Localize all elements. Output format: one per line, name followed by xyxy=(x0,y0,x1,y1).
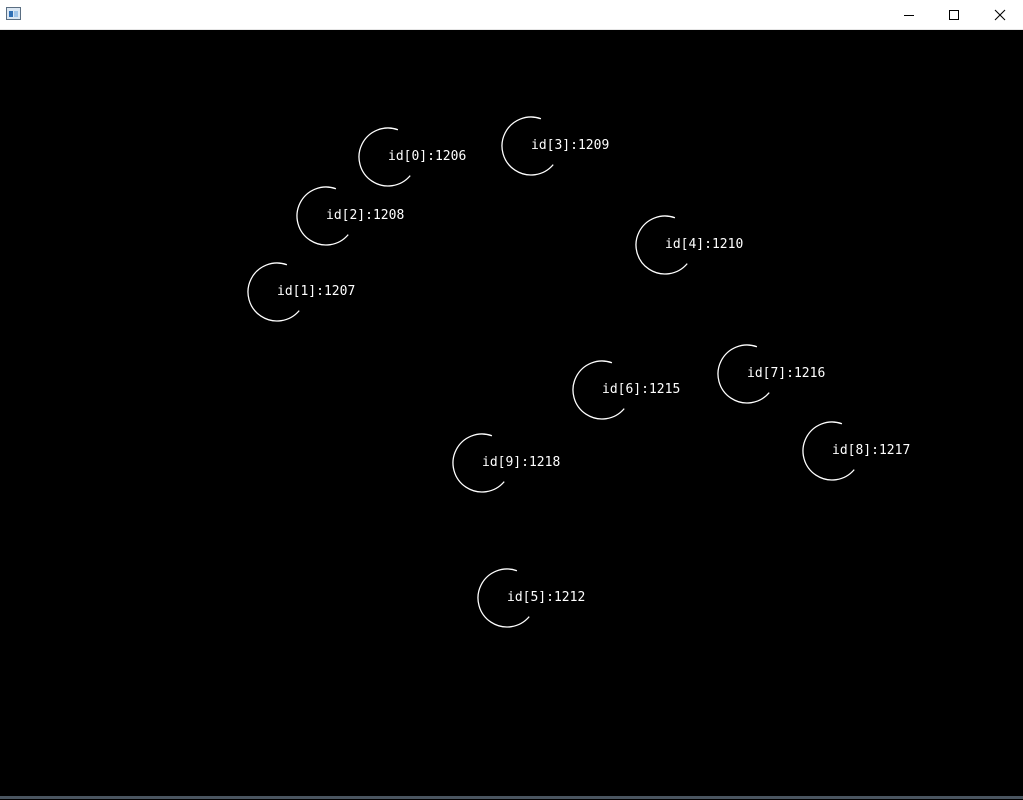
node-5: id[7]:1216 xyxy=(717,344,825,404)
node-label: id[0]:1206 xyxy=(388,149,466,164)
node-0: id[0]:1206 xyxy=(358,127,466,187)
node-circle xyxy=(572,360,625,420)
node-label: id[6]:1215 xyxy=(602,382,680,397)
node-6: id[6]:1215 xyxy=(572,360,680,420)
close-button[interactable] xyxy=(977,0,1023,29)
node-7: id[8]:1217 xyxy=(802,421,910,481)
node-circle xyxy=(717,344,770,404)
node-1: id[3]:1209 xyxy=(501,116,609,176)
app-window-icon[interactable] xyxy=(6,7,21,20)
minimize-button[interactable] xyxy=(886,0,932,29)
node-circle xyxy=(452,433,505,493)
node-3: id[4]:1210 xyxy=(635,215,743,275)
node-label: id[9]:1218 xyxy=(482,455,560,470)
node-label: id[3]:1209 xyxy=(531,138,609,153)
node-4: id[1]:1207 xyxy=(247,262,355,322)
node-circle xyxy=(296,186,349,246)
node-circle xyxy=(635,215,688,275)
node-circle xyxy=(358,127,411,187)
node-label: id[7]:1216 xyxy=(747,366,825,381)
node-8: id[9]:1218 xyxy=(452,433,560,493)
title-bar xyxy=(0,0,1023,30)
node-circle xyxy=(802,421,855,481)
close-icon xyxy=(994,9,1006,20)
node-label: id[8]:1217 xyxy=(832,443,910,458)
drawing-canvas[interactable]: id[0]:1206 id[3]:1209 id[2]:1208 id[4]:1210… xyxy=(0,30,1023,796)
node-label: id[5]:1212 xyxy=(507,590,585,605)
node-2: id[2]:1208 xyxy=(296,186,404,246)
node-label: id[2]:1208 xyxy=(326,208,404,223)
node-circle xyxy=(501,116,554,176)
node-circle xyxy=(247,262,300,322)
maximize-icon xyxy=(949,9,959,20)
maximize-button[interactable] xyxy=(931,0,977,29)
window-bottom-border xyxy=(0,796,1023,799)
node-label: id[4]:1210 xyxy=(665,237,743,252)
node-circle xyxy=(477,568,530,628)
node-9: id[5]:1212 xyxy=(477,568,585,628)
node-label: id[1]:1207 xyxy=(277,284,355,299)
minimize-icon xyxy=(904,14,914,16)
node-graph: id[0]:1206 id[3]:1209 id[2]:1208 id[4]:1210… xyxy=(247,116,910,628)
